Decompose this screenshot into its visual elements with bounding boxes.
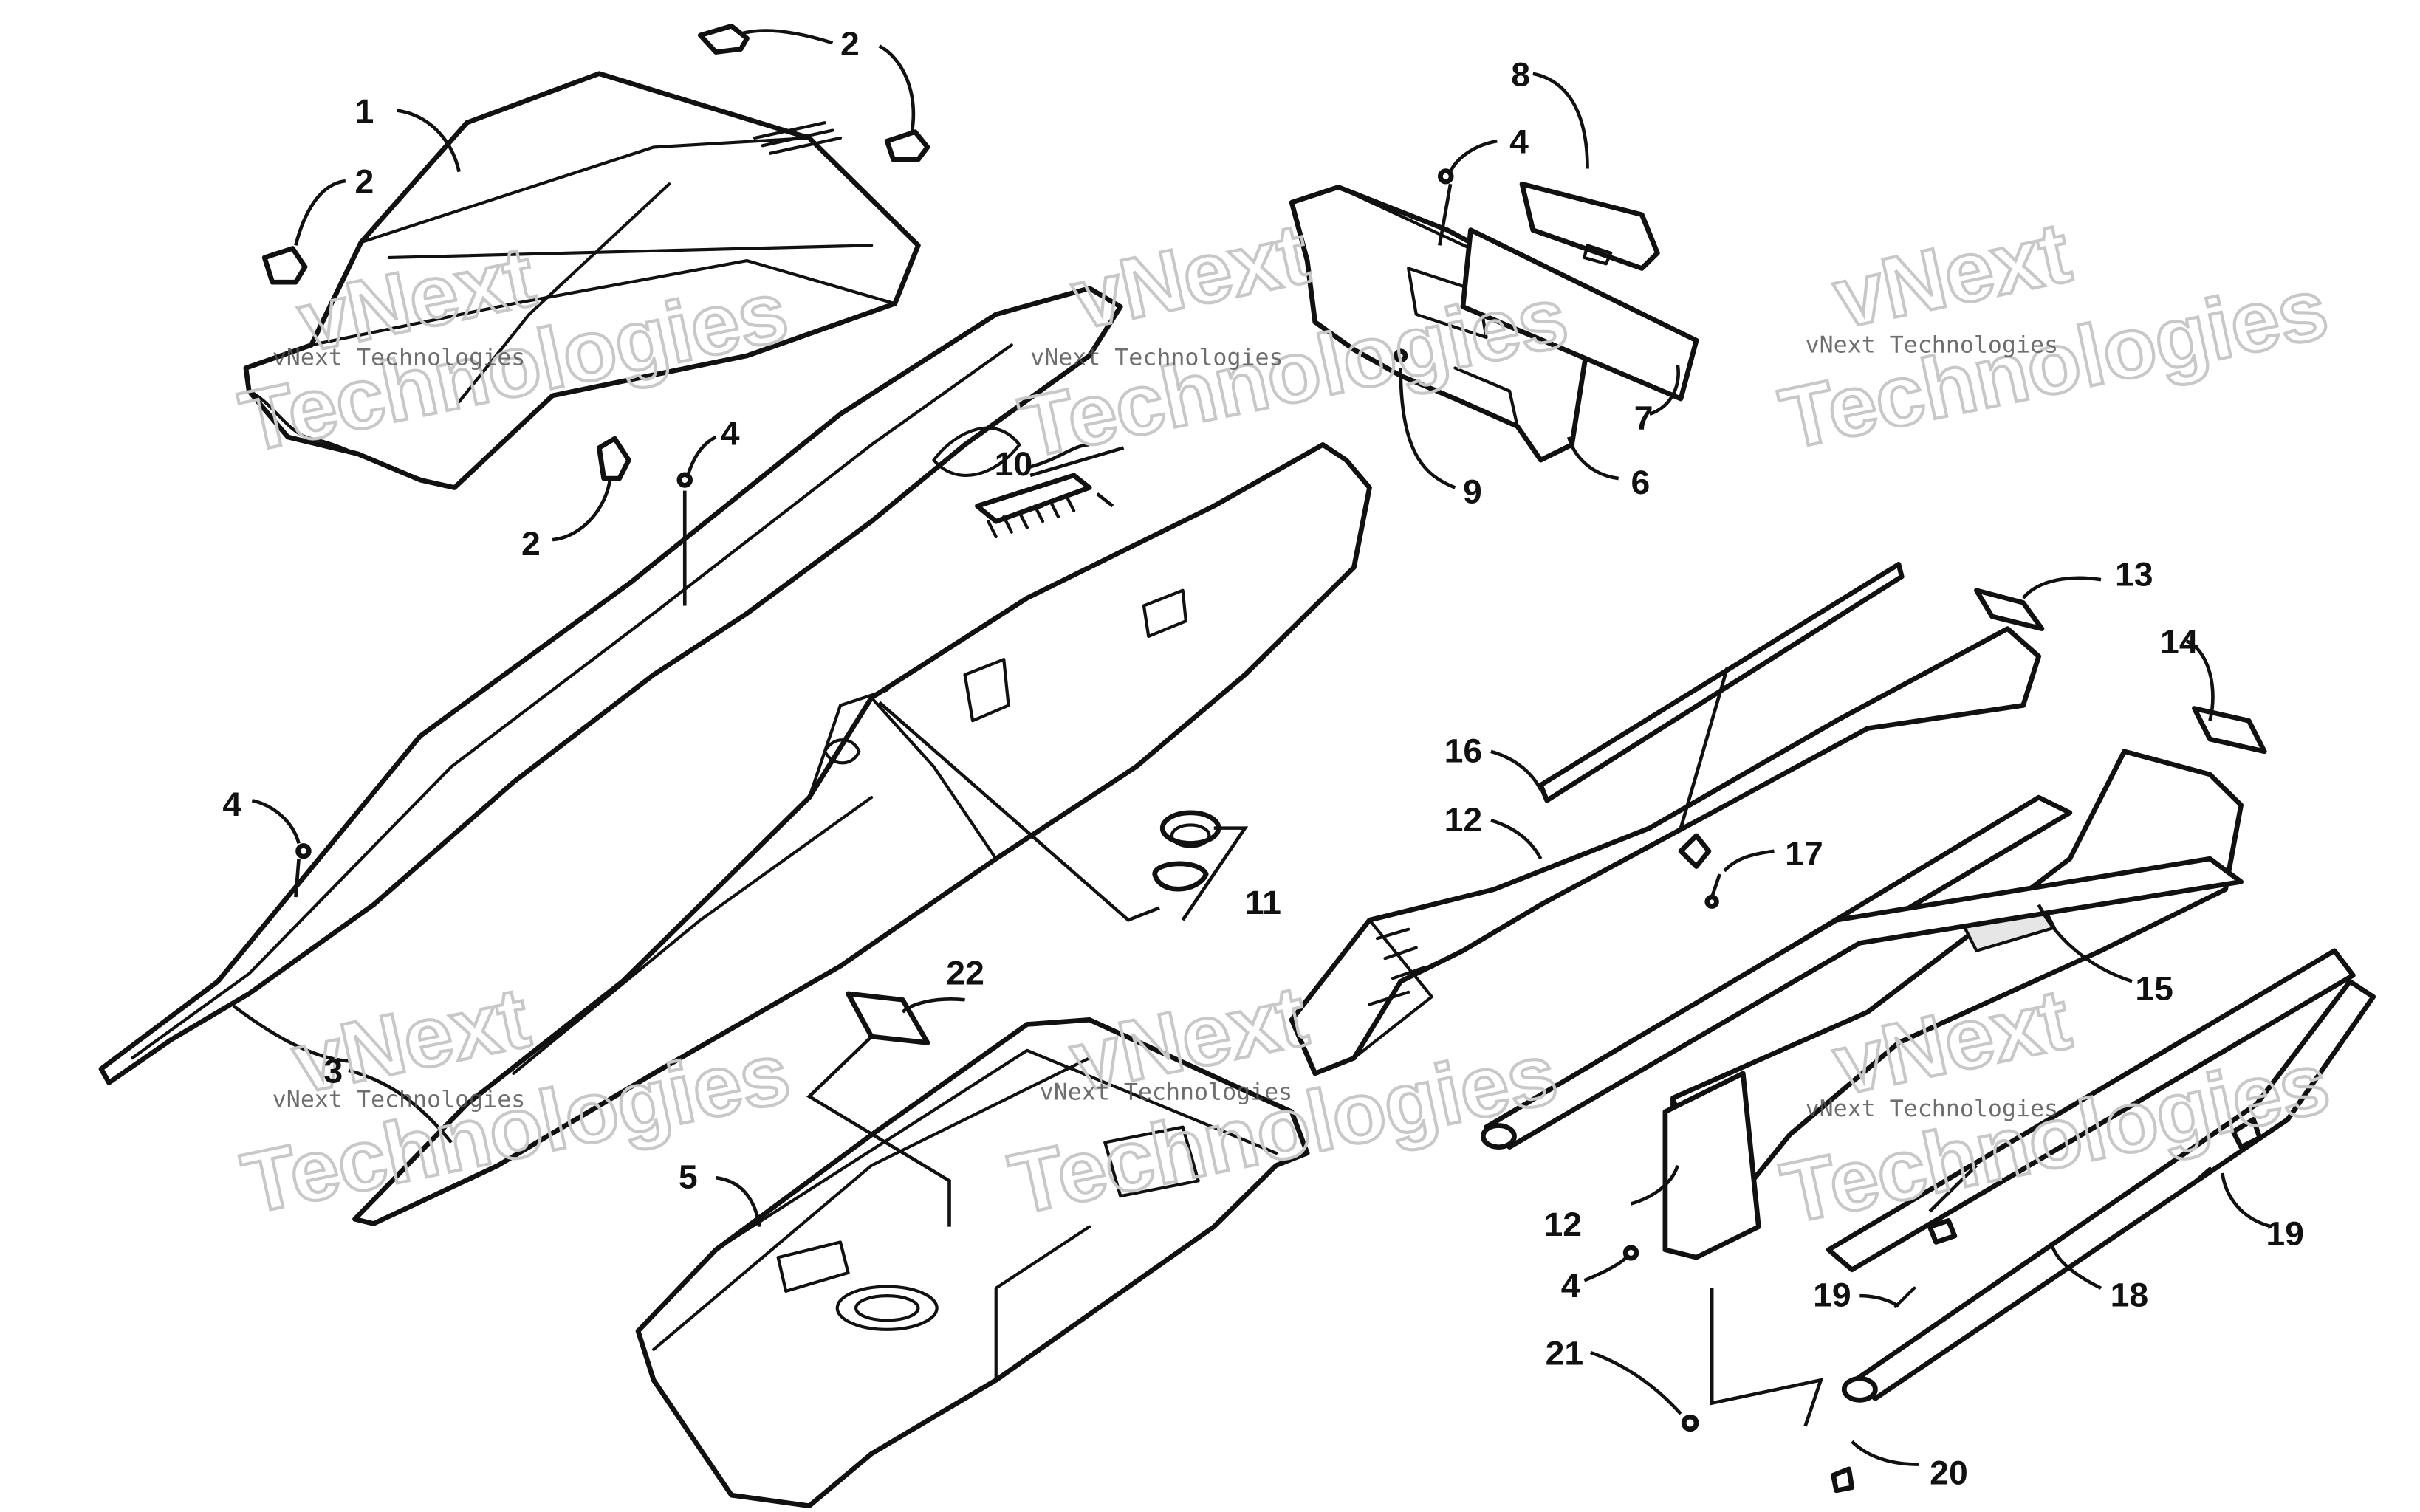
part-6-rear-bracket [1289,185,1590,463]
callout-7: 7 [1634,399,1653,437]
part-10-bracket [975,472,1092,539]
callout-14: 14 [2160,622,2198,661]
callout-21: 21 [1546,1334,1584,1372]
part-2-clip-bottom [596,436,631,481]
part-12-trim-upper [1289,626,2042,1076]
part-2-clip-top [697,23,750,55]
callout-19-right: 19 [2266,1214,2304,1253]
callout-12-upper: 12 [1444,800,1483,839]
callout-2-bottom: 2 [521,524,541,563]
watermark-group-1: Technologies vNext [230,226,797,472]
callout-8: 8 [1511,55,1530,94]
callout-12-lower: 12 [1544,1205,1583,1243]
callout-19-left: 19 [1813,1276,1851,1314]
watermark-line-6: vNext Technologies [1806,1096,2058,1122]
callout-1: 1 [354,92,374,130]
part-18-bumper-bar [1480,794,2376,1403]
watermark-line-1: vNext Technologies [272,345,525,371]
callout-9: 9 [1463,472,1482,511]
callout-15: 15 [2135,969,2173,1008]
part-20-nut [1831,1466,1855,1494]
callout-4-bottom-right: 4 [1561,1267,1580,1305]
watermark-line-5: vNext Technologies [1040,1079,1292,1105]
callout-22: 22 [946,954,984,992]
leader-lines [232,29,2273,1466]
callout-6: 6 [1631,463,1651,501]
part-19-fastener-a [2184,1116,2263,1190]
part-2-clip-left [261,246,308,285]
callout-2-top: 2 [840,24,860,63]
callout-2-left: 2 [354,162,374,201]
part-8-tail-light [1519,181,1660,271]
part-1-seat-cover [243,71,921,490]
part-19-fastener-b [1893,1218,1958,1308]
part-4-screws [295,168,1639,1261]
callout-13: 13 [2115,555,2153,594]
watermark-line-3: vNext Technologies [1806,332,2058,359]
callout-11: 11 [1245,883,1281,921]
callout-4-top-right: 4 [1509,123,1529,161]
part-2-clip-right [884,129,930,162]
part-21-bolt [1681,1414,1699,1432]
part-5-storage-tub [635,1017,1310,1509]
callout-20: 20 [1930,1454,1968,1492]
callout-4-middle: 4 [721,414,740,453]
callout-10: 10 [995,444,1033,483]
part-14-decal [2192,706,2267,755]
part-22-decal [846,991,930,1045]
watermark-line-2: vNext Technologies [1030,345,1283,371]
callout-3: 3 [323,1052,343,1090]
callout-16: 16 [1444,732,1483,770]
part-3-right-side-panel [352,442,1372,1226]
callout-5: 5 [679,1158,698,1196]
watermark-line-4: vNext Technologies [272,1087,525,1113]
part-7-reflector-strip [1460,227,1699,402]
callout-labels: 1 2 2 2 3 4 4 4 4 5 6 7 8 9 10 11 12 12 … [222,24,2304,1491]
part-12-trim-lower [1662,1071,1761,1260]
part-13-decal [1974,588,2045,631]
part-11-cap [1152,810,1221,892]
callout-4-left: 4 [222,785,241,823]
callout-18: 18 [2111,1276,2149,1314]
callout-17: 17 [1785,834,1823,873]
watermark-group-3: Technologies vNext [1771,202,2337,469]
